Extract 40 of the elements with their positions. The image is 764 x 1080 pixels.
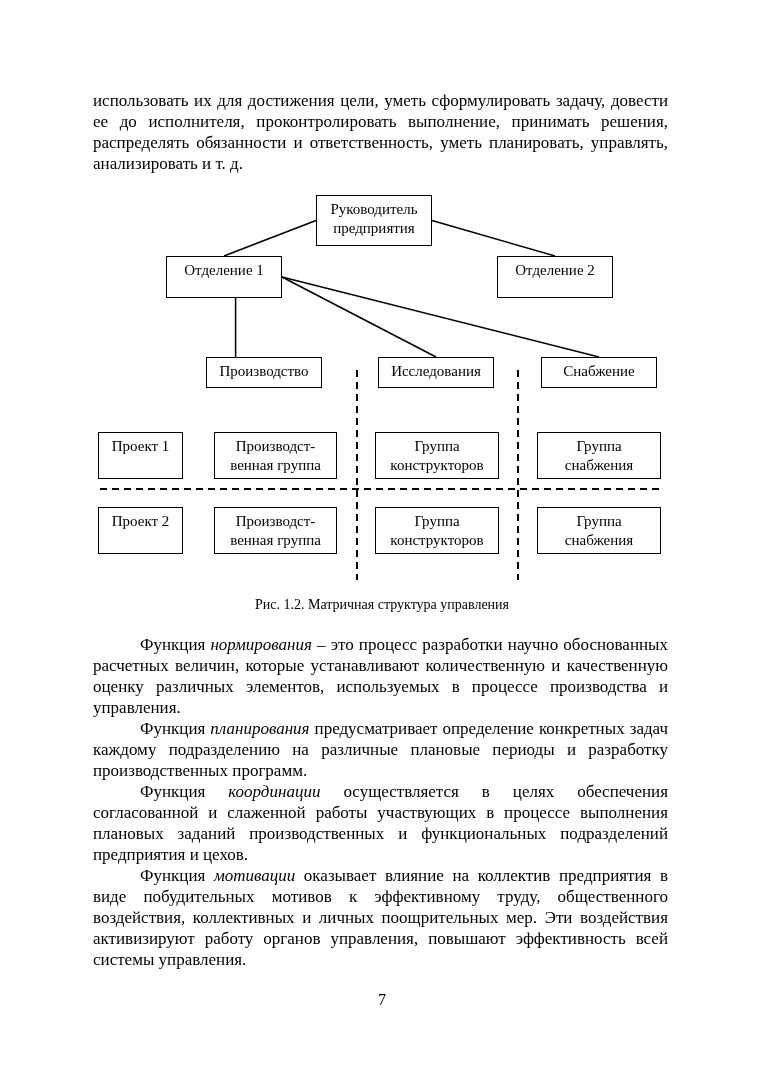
org-box (206, 357, 322, 388)
node-text: Проект 2 (110, 512, 171, 531)
org-box (375, 507, 499, 554)
org-box (378, 357, 494, 388)
figure-caption: Рис. 1.2. Матричная структура управления (253, 596, 511, 614)
paragraph: Функция координации осуществляется в целях обеспечения согласованной и слаженной работы участвующих в процессе выполнения плановых заданий производственных и функциональных подразделений предприятия и цехов. (93, 781, 668, 865)
connector-line (234, 297, 237, 358)
org-box (537, 432, 661, 479)
paragraph: Функция планирования предусматривает определение конкретных задач каждому подразделению на различные плановые периоды и разработку производственных программ. (93, 718, 668, 781)
node-text: Руководитель предприятия (329, 200, 419, 238)
node-text: Группа снабжения (563, 512, 635, 550)
org-box (541, 357, 657, 388)
connector-line (431, 219, 556, 257)
node-text: Исследования (390, 362, 482, 381)
org-box (98, 432, 183, 479)
connector-line (281, 276, 437, 358)
connector-line (281, 276, 600, 358)
org-box (537, 507, 661, 554)
org-box (214, 432, 337, 479)
node-text: Производство (218, 362, 310, 381)
node-text: Группа конструкторов (389, 437, 485, 475)
org-box (214, 507, 337, 554)
paragraph: Функция мотивации оказывает влияние на коллектив предприятия в виде побудительных мотивов к эффективному труду, общественного воздействия, коллективных и личных поощрительных мер. Эти воздействия активизируют работу органов управления, повышают эффективность всей системы управления. (93, 865, 668, 970)
node-text: Отделение 2 (514, 261, 596, 280)
node-text: Производст-венная группа (229, 437, 322, 475)
node-text: Проект 1 (110, 437, 171, 456)
node-text: Снабжение (562, 362, 636, 381)
node-text: Группа конструкторов (389, 512, 485, 550)
paragraph: использовать их для достижения цели, уметь сформулировать задачу, довести ее до исполнителя, проконтролировать выполнение, принимать решения, распределять обязанности и ответственность, уметь планировать, управлять, анализировать и т. д. (93, 90, 668, 174)
node-text: Отделение 1 (183, 261, 265, 280)
node-text: Группа снабжения (563, 437, 635, 475)
org-box (497, 256, 613, 298)
org-box (316, 195, 432, 246)
org-box (166, 256, 282, 298)
page-number: 7 (377, 990, 387, 1010)
org-box (375, 432, 499, 479)
org-box (98, 507, 183, 554)
node-text: Производст-венная группа (229, 512, 322, 550)
paragraph: Функция нормирования – это процесс разработки научно обоснованных расчетных величин, которые устанавливают количественную и качественную оценку различных элементов, используемых в процессе производства и управления. (93, 634, 668, 718)
connector-line (223, 219, 317, 257)
